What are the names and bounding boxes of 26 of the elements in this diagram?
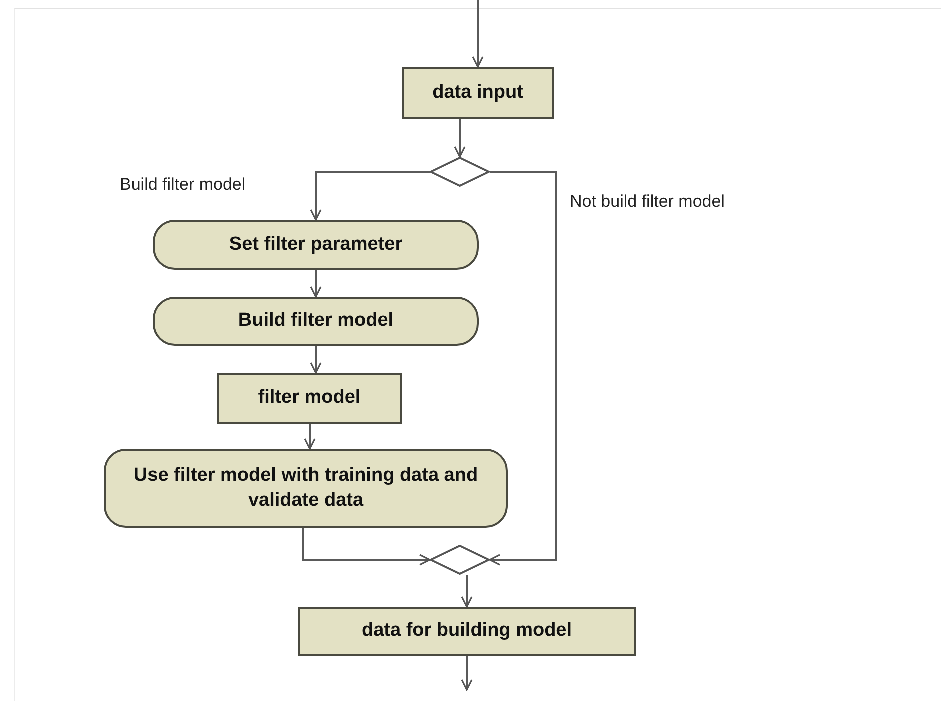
arrow bbox=[310, 171, 430, 221]
arrow bbox=[304, 424, 316, 450]
arrow bbox=[302, 528, 431, 566]
arrow bbox=[461, 656, 473, 691]
node-text: Set filter parameter bbox=[229, 232, 403, 257]
arrow bbox=[310, 346, 322, 374]
arrow bbox=[489, 171, 557, 566]
object-box bbox=[298, 607, 636, 656]
arrow bbox=[461, 575, 473, 608]
node-text: filter model bbox=[258, 386, 361, 410]
decision-diamond bbox=[430, 157, 490, 187]
node-text: data for building model bbox=[362, 619, 572, 644]
node-text: Build filter model bbox=[238, 309, 394, 334]
node-text: data input bbox=[432, 80, 524, 105]
decision-diamond bbox=[430, 545, 490, 575]
edge-label: Build filter model bbox=[120, 175, 246, 195]
arrow bbox=[454, 119, 466, 158]
object-box bbox=[402, 67, 554, 119]
edge-label: Not build filter model bbox=[570, 192, 725, 212]
activity-box bbox=[104, 449, 508, 528]
object-box bbox=[217, 373, 402, 424]
arrow bbox=[310, 270, 322, 298]
arrow bbox=[472, 0, 484, 68]
activity-box bbox=[153, 297, 479, 346]
node-text: Use filter model with training data and validate data bbox=[132, 464, 480, 512]
activity-box bbox=[153, 220, 479, 270]
